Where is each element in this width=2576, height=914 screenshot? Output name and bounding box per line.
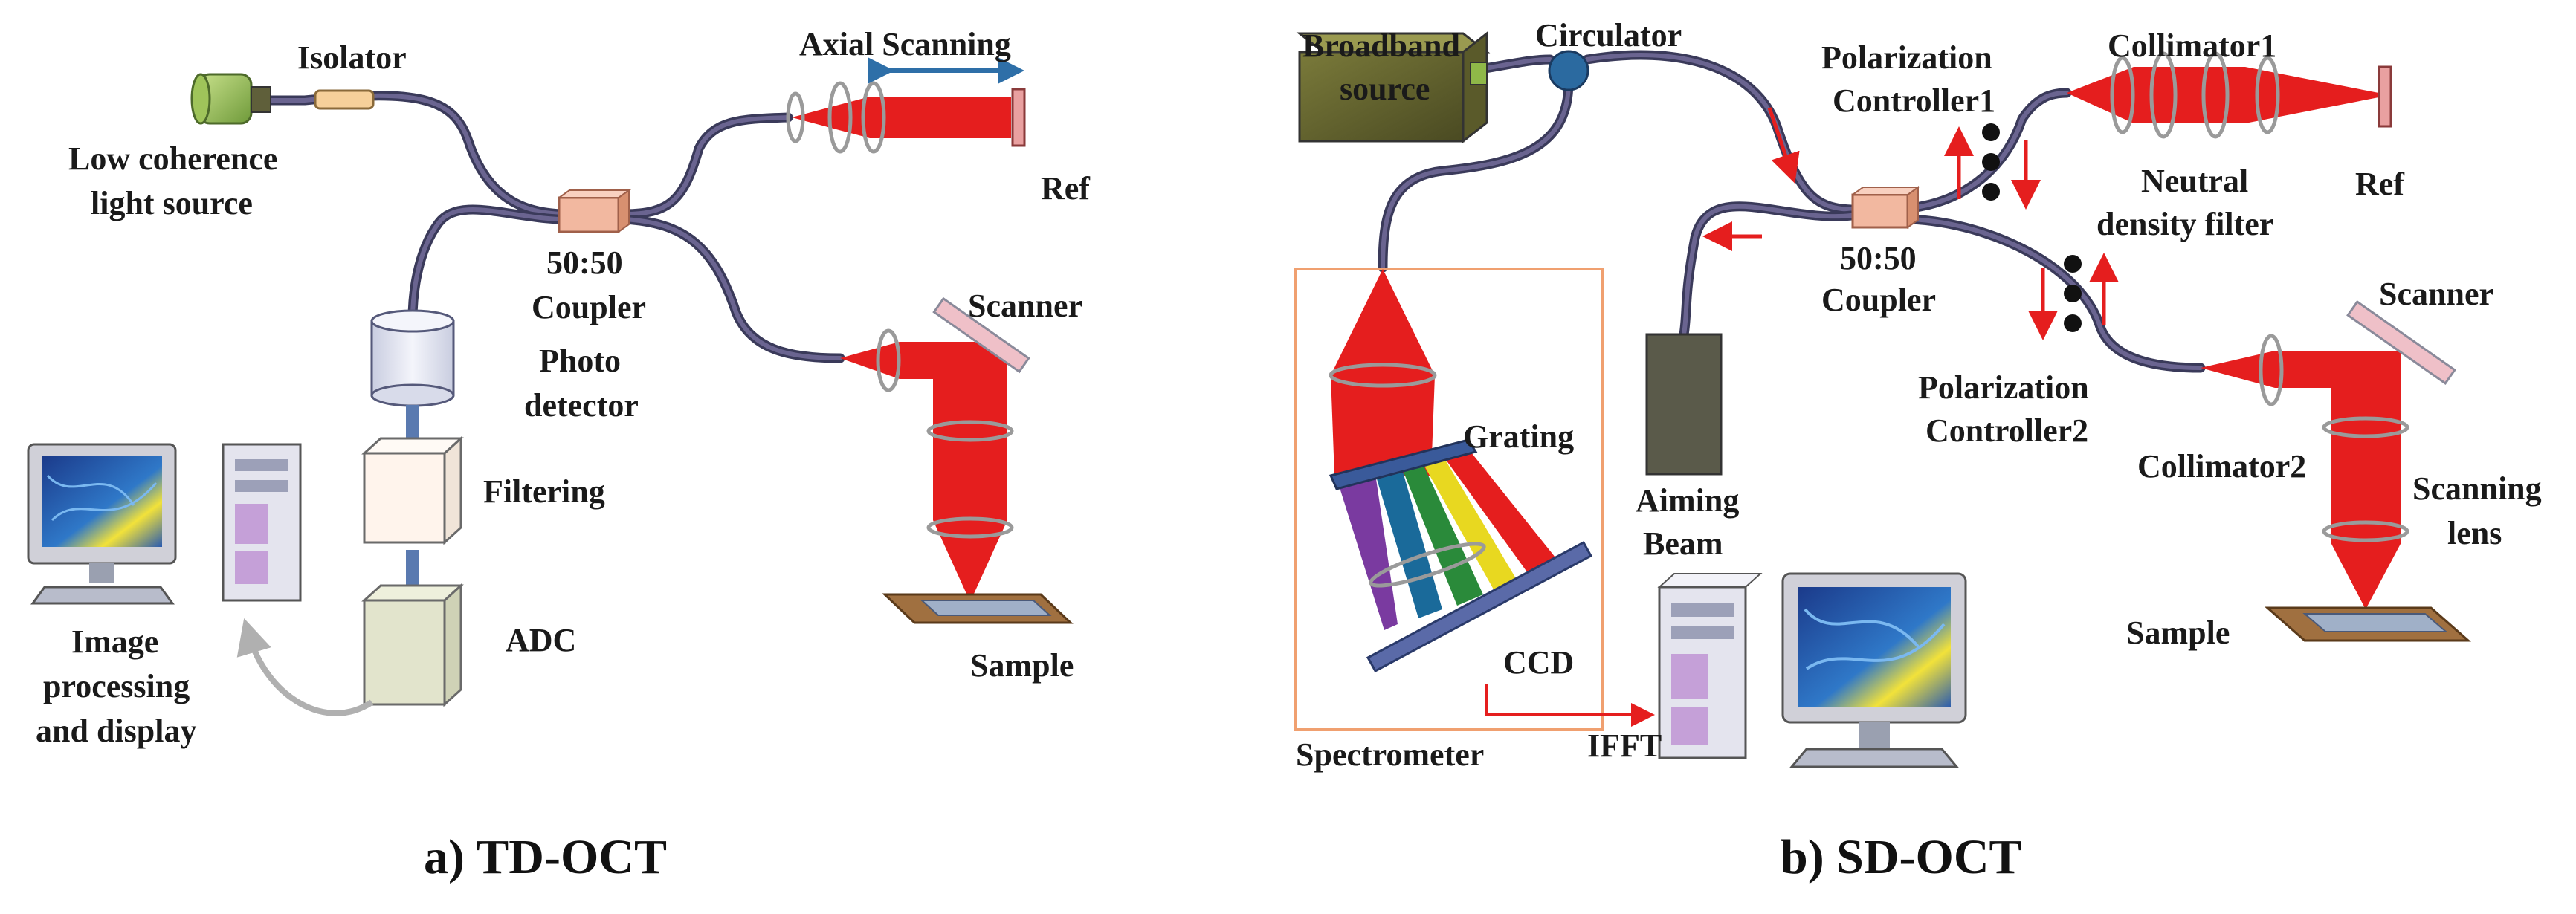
spectrometer-box	[1294, 268, 1604, 731]
image-screen-b	[1798, 587, 1951, 707]
label-scanner-b: Scanner	[2379, 276, 2493, 312]
label-coupler-a-line1: 50:50	[546, 244, 623, 281]
label-pc1-line1: Polarization	[1821, 39, 1992, 76]
coupler-a	[556, 189, 632, 233]
caption-sd-oct: b) SD-OCT	[1781, 830, 2022, 884]
label-scanner-a: Scanner	[968, 288, 1082, 324]
label-scanning-line2: lens	[2447, 515, 2502, 551]
scanner-mirror-a	[932, 296, 1030, 374]
sample-stage-b	[2265, 606, 2471, 642]
reference-mirror-b	[2378, 65, 2392, 128]
panel-a-td-oct: Isolator Low coherence light source Axia…	[27, 26, 1091, 884]
label-coupler-b-line1: 50:50	[1840, 240, 1917, 276]
caption-td-oct: a) TD-OCT	[424, 830, 667, 884]
label-spectrometer: Spectrometer	[1296, 736, 1484, 773]
label-collimator2: Collimator2	[2137, 448, 2306, 484]
label-isolator: Isolator	[297, 39, 407, 76]
label-image-line2: processing	[43, 668, 190, 704]
broadband-source	[1296, 30, 1491, 144]
reference-mirror-a	[1011, 88, 1026, 147]
detector-chain-a	[236, 309, 464, 716]
polarization-controller-1	[1982, 123, 2000, 201]
label-ifft: IFFT	[1587, 727, 1662, 764]
label-image-line3: and display	[36, 713, 196, 749]
label-image-line1: Image	[71, 623, 158, 660]
spectrometer	[1294, 268, 1604, 731]
label-source-line2: light source	[91, 185, 253, 221]
label-sample-a: Sample	[970, 647, 1074, 684]
computer-a	[27, 443, 302, 605]
panel-b-fibers	[1378, 50, 2206, 373]
sample-stage-a	[882, 593, 1074, 624]
label-broadband-line1: Broadband	[1302, 27, 1460, 64]
reference-arm-b	[2067, 51, 2392, 139]
circulator	[1548, 50, 1589, 91]
label-ndf-line2: density filter	[2096, 206, 2273, 242]
isolator	[314, 89, 375, 110]
adc-block	[361, 583, 464, 707]
label-filtering: Filtering	[483, 473, 605, 510]
label-aiming-line1: Aiming	[1636, 482, 1739, 519]
label-grating: Grating	[1463, 418, 1574, 455]
ccd-array	[1366, 540, 1593, 673]
coupler-b	[1850, 186, 1921, 229]
label-pc1-line2: Controller1	[1833, 82, 1995, 119]
label-ndf-line1: Neutral	[2141, 163, 2248, 199]
label-axial-scanning: Axial Scanning	[799, 26, 1011, 62]
computer-b	[1657, 572, 1967, 768]
reference-arm-a	[786, 57, 1026, 154]
panel-b-sd-oct: Broadband source Circulator Polarization…	[1294, 17, 2542, 884]
sample-arm-a	[840, 296, 1074, 624]
image-screen-a	[42, 456, 162, 547]
label-pc2-line1: Polarization	[1918, 369, 2089, 406]
low-coherence-light-source	[190, 73, 271, 125]
label-collimator1: Collimator1	[2108, 27, 2276, 64]
filtering-block	[361, 435, 464, 545]
label-sample-b: Sample	[2126, 615, 2230, 651]
label-broadband-line2: source	[1340, 71, 1430, 107]
aiming-beam-source	[1645, 333, 1723, 476]
label-circulator: Circulator	[1535, 17, 1682, 54]
adc-to-computer-arrow	[236, 618, 374, 716]
label-coupler-b-line2: Coupler	[1821, 282, 1936, 318]
label-coupler-a-line2: Coupler	[532, 289, 646, 325]
photo-detector	[370, 309, 455, 407]
label-scanning-line1: Scanning	[2412, 470, 2542, 507]
computer-tower-a	[222, 443, 302, 602]
computer-tower-b	[1657, 573, 1763, 759]
label-aiming-line2: Beam	[1643, 525, 1723, 562]
sample-arm-b	[2201, 300, 2471, 642]
scanner-mirror-b	[2346, 300, 2456, 385]
polarization-controller-2	[2064, 255, 2082, 332]
label-photo-line1: Photo	[539, 343, 621, 379]
label-photo-line2: detector	[524, 387, 639, 424]
grating	[1329, 438, 1478, 490]
label-ref-a: Ref	[1041, 170, 1091, 207]
label-pc2-line2: Controller2	[1925, 412, 2088, 449]
label-source-line1: Low coherence	[68, 140, 277, 177]
direction-arrows-b	[1702, 107, 2119, 340]
label-ccd: CCD	[1503, 644, 1574, 681]
diffraction-colors	[1338, 449, 1561, 630]
label-ref-b: Ref	[2355, 166, 2405, 202]
ccd-to-computer-arrow	[1485, 684, 1655, 727]
label-adc: ADC	[506, 622, 576, 658]
